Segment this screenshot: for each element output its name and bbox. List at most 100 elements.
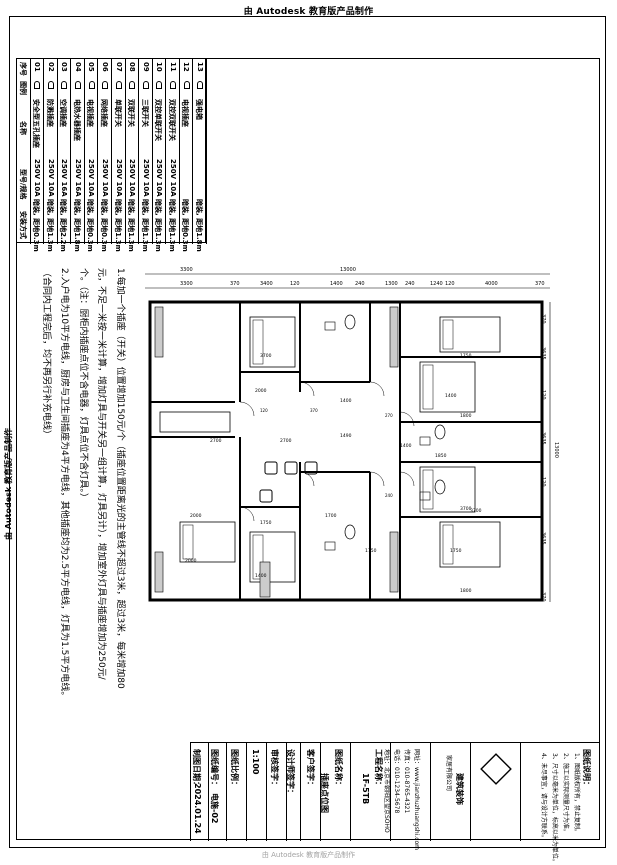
legend-mount: 暗装, 距地1.3m	[167, 199, 176, 252]
door-swing-icon	[299, 471, 315, 487]
sink-icon	[419, 491, 431, 501]
legend-name: 空调插座	[59, 99, 68, 127]
legend-mount: 暗装, 距地1.3m	[154, 199, 163, 252]
legend-name: 安全型五孔插座	[32, 99, 41, 148]
legend-header-cell: 图例	[18, 81, 27, 95]
bed-icon	[179, 521, 236, 563]
legend-no: 11	[168, 62, 177, 72]
toilet-icon	[344, 314, 356, 330]
legend-mount: 暗装, 距地2.2m	[59, 199, 68, 252]
legend-symbol-icon	[88, 81, 95, 89]
legend-no: 02	[46, 62, 55, 72]
pillow-icon	[252, 319, 264, 365]
wall-dimension: 370	[310, 408, 318, 413]
bed-icon	[419, 466, 476, 513]
legend-symbol-icon	[129, 81, 136, 89]
legend-spec: 250V 16A	[60, 159, 69, 197]
pillow-icon	[442, 319, 454, 350]
note-line: 个。（注：厨柜内插座点位不含电器，灯具点位不含灯具。）	[78, 268, 88, 503]
legend-mount: 暗装, 距地1.3m	[45, 199, 54, 252]
chair-icon	[259, 489, 273, 503]
legend-name: 防溅插座	[45, 99, 54, 127]
legend-no: 10	[155, 62, 164, 72]
company-name: 建筑装饰	[455, 773, 464, 805]
legend-mount: 暗装, 距地0.3m	[99, 199, 108, 252]
sheet-border	[9, 16, 606, 848]
room-dimension: 1750	[460, 353, 472, 359]
room-dimension: 3700	[470, 508, 482, 514]
legend-row: 13 强电箱暗装, 距地1.8m	[193, 59, 207, 252]
date-value: 2024.01.24	[193, 783, 202, 834]
wardrobe-icon	[389, 306, 399, 368]
chair-icon	[304, 461, 318, 475]
dimension-label: 1240	[430, 281, 443, 287]
legend-spec: 250V 10A	[168, 159, 177, 197]
legend-mount: 暗装, 距地0.3m	[32, 199, 41, 252]
title-block-divider	[520, 743, 521, 841]
legend-mount: 暗装, 距地1.8m	[72, 199, 81, 252]
dimension-label: 4000	[485, 281, 498, 287]
door-swing-icon	[239, 401, 255, 417]
legend-spec: 250V 10A	[155, 159, 164, 197]
title-block-divider	[246, 743, 247, 841]
room-dimension: 1700	[325, 513, 337, 519]
legend-name: 强电箱	[194, 99, 203, 120]
title-block-divider	[286, 743, 287, 841]
legend-mount: 暗装, 距地1.8m	[194, 199, 203, 252]
legend-symbol-icon	[156, 81, 163, 89]
drawing-note: 3、尺寸以毫米为单位，标高以米为单位。	[551, 753, 558, 865]
door-swing-icon	[299, 381, 315, 397]
dimension-total: 13000	[340, 267, 356, 273]
sink-icon	[419, 436, 431, 446]
legend-spec: 250V 10A	[141, 159, 150, 197]
door-swing-icon	[369, 471, 385, 487]
legend-name: 单联开关	[113, 99, 122, 127]
legend-name: 网络插座	[99, 99, 108, 127]
legend-spec: 250V 10A	[128, 159, 137, 197]
drawing-note: 2、施工以实际测量尺寸为准。	[562, 753, 569, 835]
dimension-label: 370	[535, 281, 545, 287]
drawing-note: 1、图纸版权所有，禁止复制。	[573, 753, 580, 835]
toilet-icon	[344, 524, 356, 540]
legend-symbol-icon	[115, 81, 122, 89]
legend-name: 双联开关	[127, 99, 136, 127]
legend-name: 电视插座	[181, 99, 190, 127]
dimension-label: 3300	[180, 281, 193, 287]
title-block-divider	[470, 743, 471, 841]
title-block-divider	[300, 743, 301, 841]
room-dimension: 2700	[210, 438, 222, 444]
title-block-divider	[430, 743, 431, 841]
legend-spec: 250V 10A	[100, 159, 109, 197]
chair-icon	[284, 461, 298, 475]
wardrobe-icon	[259, 561, 271, 598]
legend-header-cell: 名称	[18, 121, 27, 135]
legend-symbol-icon	[197, 81, 204, 89]
door-swing-icon	[399, 471, 415, 487]
legend-no: 13	[195, 62, 204, 72]
bottom-watermark: 由 Autodesk 教育版产品制作	[261, 851, 356, 859]
pillow-icon	[422, 469, 434, 510]
dimension-label: 240	[355, 281, 365, 287]
company-info: 传真：010-8765-4321	[403, 749, 410, 814]
wall-dimension: 270	[385, 413, 393, 418]
dimension-label: 120	[445, 281, 455, 287]
bed-icon	[249, 316, 296, 368]
review-label: 审核签字：	[270, 749, 279, 789]
room-dimension: 1400	[255, 573, 267, 579]
room-dimension: 1800	[460, 413, 472, 419]
legend-symbol-icon	[142, 81, 149, 89]
legend-spec: 250V 10A	[87, 159, 96, 197]
company-subname: 家居有限公司	[445, 755, 452, 792]
exterior-wall	[148, 300, 544, 602]
dimension-label: 370	[230, 281, 240, 287]
title-block-divider	[266, 743, 267, 841]
room-dimension: 2000	[185, 558, 197, 564]
pillow-icon	[422, 364, 434, 410]
